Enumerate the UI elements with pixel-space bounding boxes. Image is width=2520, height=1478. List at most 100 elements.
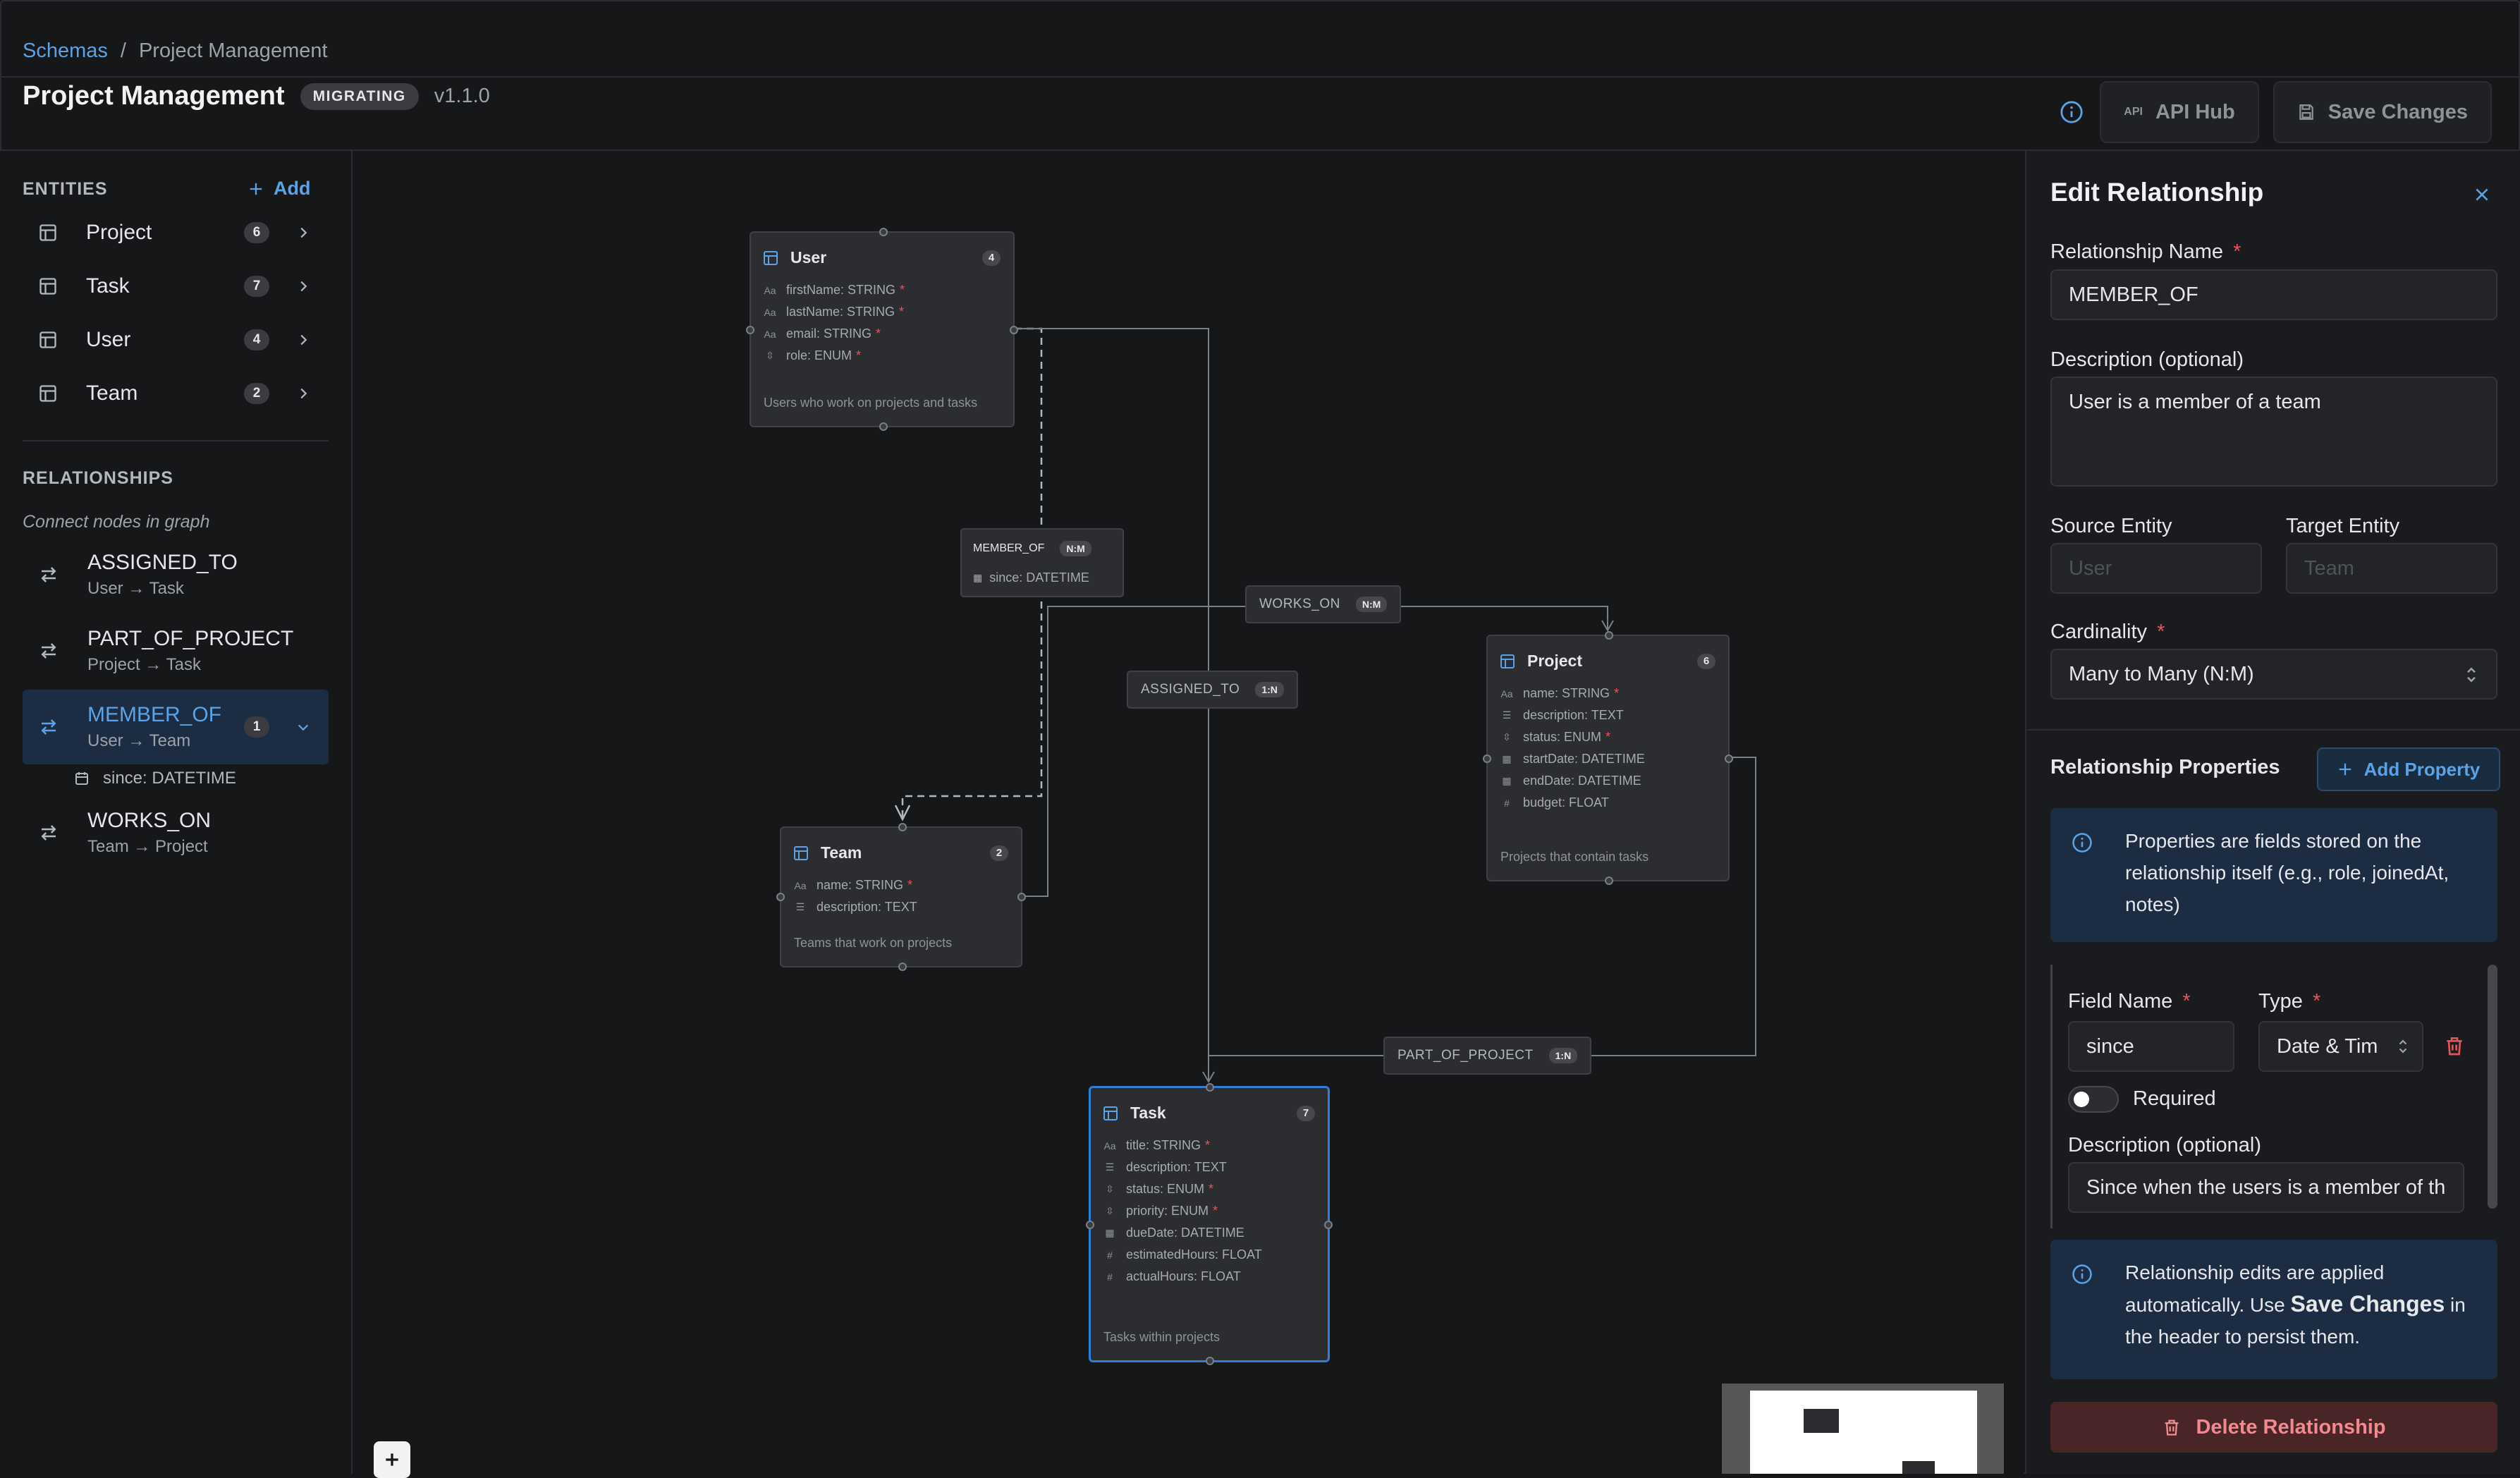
chevron-right-icon[interactable]: [290, 279, 316, 294]
edge-lines: [894, 327, 1756, 1084]
enum-type-icon: ⇳: [1503, 731, 1511, 743]
table-icon: [794, 845, 808, 860]
source-entity-label: Source Entity: [2050, 515, 2172, 537]
relationship-name-input[interactable]: MEMBER_OF: [2050, 269, 2497, 320]
swap-arrows-icon: [38, 640, 66, 661]
required-marker: *: [2312, 990, 2321, 1013]
entity-label: Project: [86, 221, 152, 244]
minimap-viewport[interactable]: [1750, 1391, 1977, 1474]
api-hub-button[interactable]: API API Hub: [2100, 81, 2259, 143]
description-textarea[interactable]: User is a member of a team: [2050, 377, 2497, 487]
required-marker: *: [907, 878, 913, 892]
target-entity-input: Team: [2286, 543, 2497, 594]
properties-scrollbar[interactable]: [2488, 965, 2497, 1209]
minimap-node: [1804, 1409, 1839, 1433]
enum-type-icon: ⇳: [766, 350, 774, 361]
header-divider: [0, 149, 2520, 151]
field-count-badge: 6: [244, 222, 269, 243]
minimap[interactable]: [1722, 1384, 2004, 1474]
relationship-route: Project → Task: [87, 655, 201, 674]
type-select[interactable]: Date & Tim: [2258, 1021, 2423, 1072]
breadcrumb-schemas-link[interactable]: Schemas: [23, 39, 108, 62]
info-icon: [2072, 1264, 2093, 1288]
connection-handle[interactable]: [879, 228, 888, 236]
edge-label-works-on[interactable]: WORKS_ON N:M: [1245, 585, 1402, 623]
chevron-right-icon[interactable]: [290, 386, 316, 401]
cardinality-select[interactable]: Many to Many (N:M): [2050, 649, 2497, 700]
connection-handle[interactable]: [1605, 877, 1613, 885]
edge-label-assigned-to[interactable]: ASSIGNED_TO 1:N: [1127, 671, 1298, 709]
connection-handle[interactable]: [1206, 1357, 1214, 1365]
close-icon[interactable]: [2468, 181, 2496, 209]
cardinality-label: Cardinality *: [2050, 621, 2165, 643]
entity-item-project[interactable]: Project 6: [23, 208, 329, 257]
connection-handle[interactable]: [1206, 1083, 1214, 1092]
add-entity-label: Add: [274, 178, 311, 199]
entity-item-team[interactable]: Team 2: [23, 369, 329, 418]
required-marker: *: [1209, 1182, 1214, 1196]
connection-handle[interactable]: [1017, 893, 1026, 901]
edge-label-part-of-project[interactable]: PART_OF_PROJECT 1:N: [1383, 1037, 1592, 1075]
auto-apply-notice: Relationship edits are applied automatic…: [2050, 1240, 2497, 1379]
connection-handle[interactable]: [879, 422, 888, 431]
chevron-right-icon[interactable]: [290, 225, 316, 240]
edge-works-on-arrow: [1601, 620, 1614, 633]
node-description: Projects that contain tasks: [1500, 850, 1649, 864]
required-marker: *: [1213, 1204, 1218, 1218]
connection-handle[interactable]: [1324, 1221, 1333, 1229]
field-row: ▦endDate: DATETIME: [1499, 770, 1645, 792]
field-row: ☰description: TEXT: [1499, 704, 1645, 726]
relationship-name: WORKS_ON: [87, 809, 212, 832]
relationship-properties-heading: Relationship Properties: [2050, 756, 2280, 778]
text-type-icon: Aa: [764, 284, 776, 296]
connection-handle[interactable]: [898, 963, 907, 971]
entity-item-user[interactable]: User 4: [23, 315, 329, 365]
trash-icon[interactable]: [2443, 1034, 2466, 1061]
add-property-button[interactable]: Add Property: [2317, 747, 2500, 791]
field-name-input[interactable]: since: [2068, 1021, 2234, 1072]
connection-handle[interactable]: [898, 823, 907, 831]
edge-name: PART_OF_PROJECT: [1397, 1048, 1534, 1063]
toggle-knob: [2074, 1092, 2089, 1107]
edge-label-member-of[interactable]: MEMBER_OF N:M ▦ since: DATETIME: [960, 528, 1124, 597]
zoom-in-button[interactable]: [374, 1441, 410, 1478]
connection-handle[interactable]: [1086, 1221, 1094, 1229]
required-marker: *: [876, 326, 881, 341]
connection-handle[interactable]: [1725, 755, 1733, 763]
chevron-right-icon[interactable]: [290, 332, 316, 348]
connection-handle[interactable]: [746, 326, 754, 334]
connection-handle[interactable]: [1010, 326, 1018, 334]
entity-label: User: [86, 328, 131, 351]
property-description-input[interactable]: Since when the users is a member of th: [2068, 1162, 2464, 1213]
save-changes-button[interactable]: Save Changes: [2273, 81, 2492, 143]
long-text-icon: ☰: [1105, 1161, 1115, 1173]
edge-name: ASSIGNED_TO: [1141, 682, 1240, 697]
required-toggle[interactable]: [2068, 1086, 2119, 1113]
connection-handle[interactable]: [1483, 755, 1491, 763]
property-count-badge: 1: [244, 716, 269, 738]
info-icon[interactable]: [2057, 98, 2086, 126]
entity-item-task[interactable]: Task 7: [23, 262, 329, 311]
panel-title: Edit Relationship: [2050, 178, 2264, 207]
add-entity-button[interactable]: Add: [248, 178, 310, 200]
sidebar-divider: [23, 440, 329, 441]
delete-relationship-button[interactable]: Delete Relationship: [2050, 1402, 2497, 1453]
connection-handle[interactable]: [776, 893, 785, 901]
edge-name: WORKS_ON: [1259, 597, 1340, 611]
text-type-icon: Aa: [794, 879, 807, 891]
connection-handle[interactable]: [1605, 631, 1613, 640]
chevron-down-icon[interactable]: [290, 719, 316, 735]
field-row: ⇳status: ENUM*: [1102, 1178, 1262, 1200]
cardinality-badge: N:M: [1355, 597, 1388, 612]
